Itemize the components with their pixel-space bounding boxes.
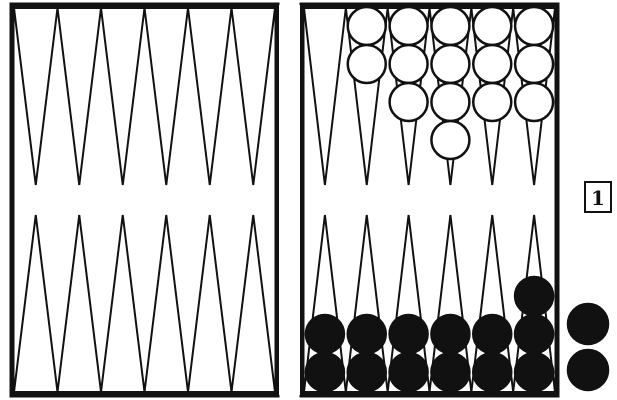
white-checker[interactable] <box>515 45 553 83</box>
black-checker[interactable] <box>390 315 428 353</box>
outer-board-frame <box>12 5 277 395</box>
point-top-left-5[interactable] <box>188 8 232 185</box>
doubling-cube[interactable]: 1 <box>585 182 611 212</box>
point-top-left-4[interactable] <box>145 8 189 185</box>
black-checker[interactable] <box>515 315 553 353</box>
point-top-left-3[interactable] <box>101 8 145 185</box>
white-checker[interactable] <box>515 83 553 121</box>
white-checker[interactable] <box>473 7 511 45</box>
point-bottom-left-5[interactable] <box>188 215 232 392</box>
white-checker[interactable] <box>348 7 386 45</box>
point-top-left-1[interactable] <box>14 8 58 185</box>
white-checker[interactable] <box>431 83 469 121</box>
point-top-left-6[interactable] <box>232 8 276 185</box>
white-checker[interactable] <box>473 83 511 121</box>
black-checker[interactable] <box>306 315 344 353</box>
white-checker[interactable] <box>431 121 469 159</box>
point-top-right-1[interactable] <box>304 8 346 185</box>
point-top-left-2[interactable] <box>58 8 102 185</box>
black-checker[interactable] <box>515 277 553 315</box>
white-checker[interactable] <box>390 45 428 83</box>
white-checker[interactable] <box>515 7 553 45</box>
white-checker[interactable] <box>348 45 386 83</box>
point-bottom-left-3[interactable] <box>101 215 145 392</box>
borne-off-black-checker[interactable] <box>568 350 608 390</box>
black-checker[interactable] <box>431 353 469 391</box>
black-checker[interactable] <box>515 353 553 391</box>
white-checker[interactable] <box>431 7 469 45</box>
white-checker[interactable] <box>431 45 469 83</box>
black-checker[interactable] <box>431 315 469 353</box>
black-checker[interactable] <box>473 315 511 353</box>
bar[interactable] <box>279 5 300 395</box>
point-bottom-left-1[interactable] <box>14 215 58 392</box>
point-bottom-left-6[interactable] <box>232 215 276 392</box>
point-bottom-left-4[interactable] <box>145 215 189 392</box>
checkers-layer <box>306 7 608 391</box>
point-bottom-left-2[interactable] <box>58 215 102 392</box>
borne-off-black-checker[interactable] <box>568 304 608 344</box>
white-checker[interactable] <box>390 7 428 45</box>
doubling-cube-value: 1 <box>591 186 605 210</box>
black-checker[interactable] <box>473 353 511 391</box>
white-checker[interactable] <box>390 83 428 121</box>
black-checker[interactable] <box>348 353 386 391</box>
black-checker[interactable] <box>390 353 428 391</box>
black-checker[interactable] <box>306 353 344 391</box>
white-checker[interactable] <box>473 45 511 83</box>
black-checker[interactable] <box>348 315 386 353</box>
